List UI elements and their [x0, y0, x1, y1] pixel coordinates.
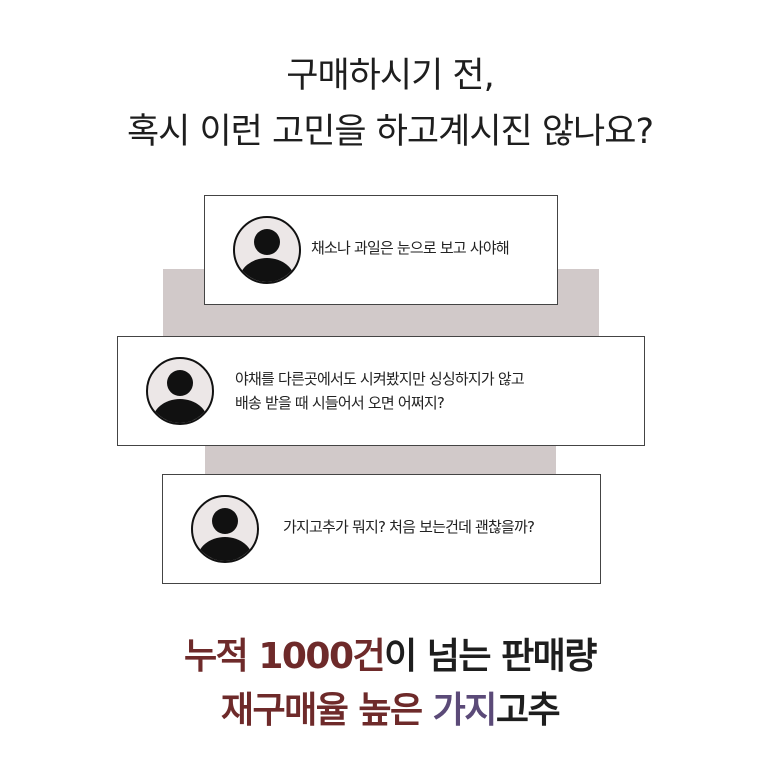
repurchase-highlight: 재구매율 높은	[220, 690, 433, 731]
concern-card-2: 야채를 다른곳에서도 시켜봤지만 싱싱하지가 않고 배송 받을 때 시들어서 오…	[117, 336, 645, 446]
concern-card-1: 채소나 과일은 눈으로 보고 사야해	[204, 195, 558, 305]
user-avatar-icon	[146, 357, 214, 425]
concern-message-line: 가지고추가 뭐지? 처음 보는건데 괜찮을까?	[283, 518, 535, 536]
user-avatar-icon	[191, 495, 259, 563]
eggplant-highlight: 가지	[432, 690, 498, 731]
closing-line-1: 누적 1000건이 넘는 판매량	[0, 630, 780, 684]
concern-message-line: 배송 받을 때 시들어서 오면 어쩌지?	[235, 394, 445, 412]
closing-text: 이 넘는 판매량	[384, 636, 597, 677]
sales-count-highlight: 누적 1000건	[184, 636, 386, 677]
concern-message: 채소나 과일은 눈으로 보고 사야해	[311, 236, 510, 260]
closing-text: 고추	[495, 690, 561, 731]
headline-line-2: 혹시 이런 고민을 하고계시진 않나요?	[126, 112, 654, 152]
user-avatar-icon	[233, 216, 301, 284]
concern-message: 가지고추가 뭐지? 처음 보는건데 괜찮을까?	[283, 515, 535, 539]
concern-message-line: 채소나 과일은 눈으로 보고 사야해	[311, 239, 510, 257]
concern-card-3: 가지고추가 뭐지? 처음 보는건데 괜찮을까?	[162, 474, 601, 584]
concern-message-line: 야채를 다른곳에서도 시켜봤지만 싱싱하지가 않고	[235, 370, 525, 388]
concern-message: 야채를 다른곳에서도 시켜봤지만 싱싱하지가 않고 배송 받을 때 시들어서 오…	[235, 367, 525, 415]
decorative-background-block	[205, 445, 556, 476]
headline-line-1: 구매하시기 전,	[286, 56, 494, 96]
closing-line-2: 재구매율 높은 가지고추	[0, 684, 780, 738]
